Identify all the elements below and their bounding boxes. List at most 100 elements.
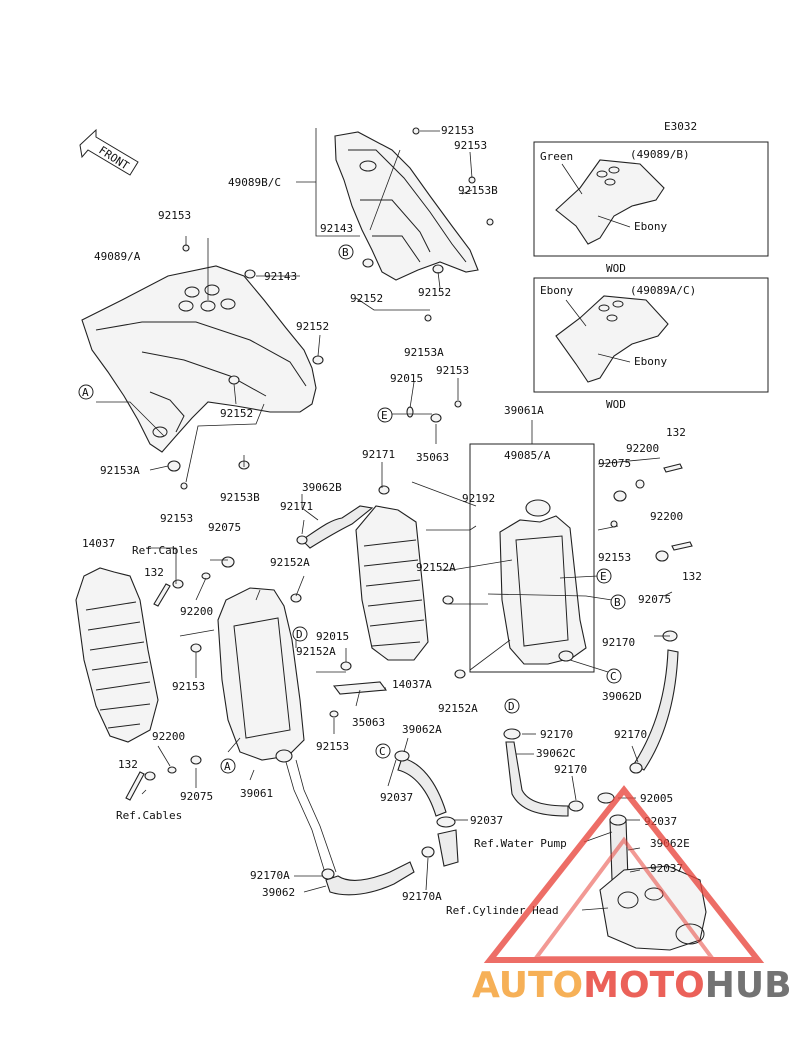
left-shroud: [81, 265, 317, 453]
small-parts: [125, 127, 693, 880]
part-label: 92037: [650, 862, 683, 875]
svg-text:A: A: [224, 760, 231, 773]
inset-bottom-code-label: (49089A/C): [630, 284, 696, 297]
svg-text:B: B: [342, 246, 349, 259]
part-label: 92152A: [296, 645, 336, 658]
inset-bottom-ebony-label-2: Ebony: [634, 355, 667, 368]
part-label: 92153B: [458, 184, 498, 197]
hose-39062b: [301, 505, 374, 549]
part-label: 92171: [280, 500, 313, 513]
part-label: 14037: [82, 537, 115, 550]
pipe-fitting: [437, 829, 459, 867]
callout-layer: B A E E B C D A D C: [78, 244, 626, 774]
watermark-hub: HUB: [705, 965, 792, 1006]
part-label: 132: [118, 758, 138, 771]
part-label: 49089B/C: [228, 176, 281, 189]
svg-text:C: C: [379, 745, 386, 758]
part-label: 132: [144, 566, 164, 579]
right-radiator: [469, 443, 595, 673]
part-label: 92152A: [438, 702, 478, 715]
watermark-logo: [483, 785, 765, 963]
part-label: 92152: [296, 320, 329, 333]
part-label: 92075: [598, 457, 631, 470]
part-label: 92143: [320, 222, 353, 235]
part-label: 92075: [180, 790, 213, 803]
part-label: 92153: [158, 209, 191, 222]
part-label: 39062: [262, 886, 295, 899]
svg-text:E: E: [381, 409, 388, 422]
callout-d-lower: D: [504, 698, 520, 714]
part-label: 92037: [470, 814, 503, 827]
part-label: 39062D: [602, 690, 642, 703]
part-label: 39061A: [504, 404, 544, 417]
part-label: 14037A: [392, 678, 432, 691]
inset-top: Green (49089/B) Ebony WOD: [533, 141, 769, 275]
part-label: 92153: [598, 551, 631, 564]
part-label: 92152: [350, 292, 383, 305]
left-radiator: [217, 587, 305, 763]
part-labels: 92153 92153 49089B/C 92153B 92143 92152 …: [82, 124, 702, 917]
part-label: Ref.Cables: [132, 544, 198, 557]
right-shroud: [334, 131, 479, 281]
part-label: 92153: [454, 139, 487, 152]
part-label: 92170: [540, 728, 573, 741]
part-label: 92170A: [402, 890, 442, 903]
part-label: 92143: [264, 270, 297, 283]
part-label: 92200: [626, 442, 659, 455]
callout-e-right: E: [596, 568, 612, 584]
part-label: Ref.Water Pump: [474, 837, 567, 850]
inset-bottom: Ebony (49089A/C) Ebony WOD: [533, 277, 769, 411]
part-label: 92153: [441, 124, 474, 137]
hose-39062a: [397, 757, 447, 817]
svg-text:D: D: [296, 628, 303, 641]
part-label: 92170A: [250, 869, 290, 882]
callout-c-lower: C: [375, 743, 391, 759]
watermark-text: AUTOMOTOHUB: [472, 965, 792, 1006]
inset-top-green-label: Green: [540, 150, 573, 163]
callout-b-top: B: [338, 244, 354, 260]
inset-bottom-caption: WOD: [606, 398, 626, 411]
left-radiator-guard: [75, 567, 159, 743]
part-label: 39062A: [402, 723, 442, 736]
hose-39062: [325, 861, 415, 896]
part-label: 92153B: [220, 491, 260, 504]
diagram-code: E3032: [664, 120, 697, 133]
part-label: 92015: [316, 630, 349, 643]
part-label: 92037: [380, 791, 413, 804]
inset-bottom-ebony-label-1: Ebony: [540, 284, 573, 297]
part-label: 92015: [390, 372, 423, 385]
callout-d-left: D: [292, 626, 308, 642]
part-label: 39062C: [536, 747, 576, 760]
front-arrow-icon: FRONT: [79, 128, 139, 176]
hose-39062d: [633, 649, 679, 771]
part-label: 92075: [208, 521, 241, 534]
part-label: 92153: [436, 364, 469, 377]
inset-top-code-label: (49089/B): [630, 148, 690, 161]
part-label: 92075: [638, 593, 671, 606]
part-label: 92153: [172, 680, 205, 693]
part-label: 92170: [554, 763, 587, 776]
callout-c-right: C: [606, 668, 622, 684]
part-label: 132: [666, 426, 686, 439]
part-label: 92153: [316, 740, 349, 753]
part-label: 39061: [240, 787, 273, 800]
part-label: 132: [682, 570, 702, 583]
part-label: 92200: [152, 730, 185, 743]
part-label: 92152A: [416, 561, 456, 574]
part-label: 92005: [640, 792, 673, 805]
svg-text:B: B: [614, 596, 621, 609]
part-label: 92171: [362, 448, 395, 461]
part-label: 92153: [160, 512, 193, 525]
watermark-auto: AUTO: [472, 965, 583, 1006]
callout-e-top: E: [377, 407, 393, 423]
part-label: 92153A: [404, 346, 444, 359]
part-label: 49089/A: [94, 250, 141, 263]
part-label: 92152: [220, 407, 253, 420]
callout-b-right: B: [610, 594, 626, 610]
right-radiator-guard: [355, 505, 429, 661]
inset-top-ebony-label: Ebony: [634, 220, 667, 233]
part-label: 35063: [352, 716, 385, 729]
callout-a-shroud: A: [78, 384, 94, 400]
